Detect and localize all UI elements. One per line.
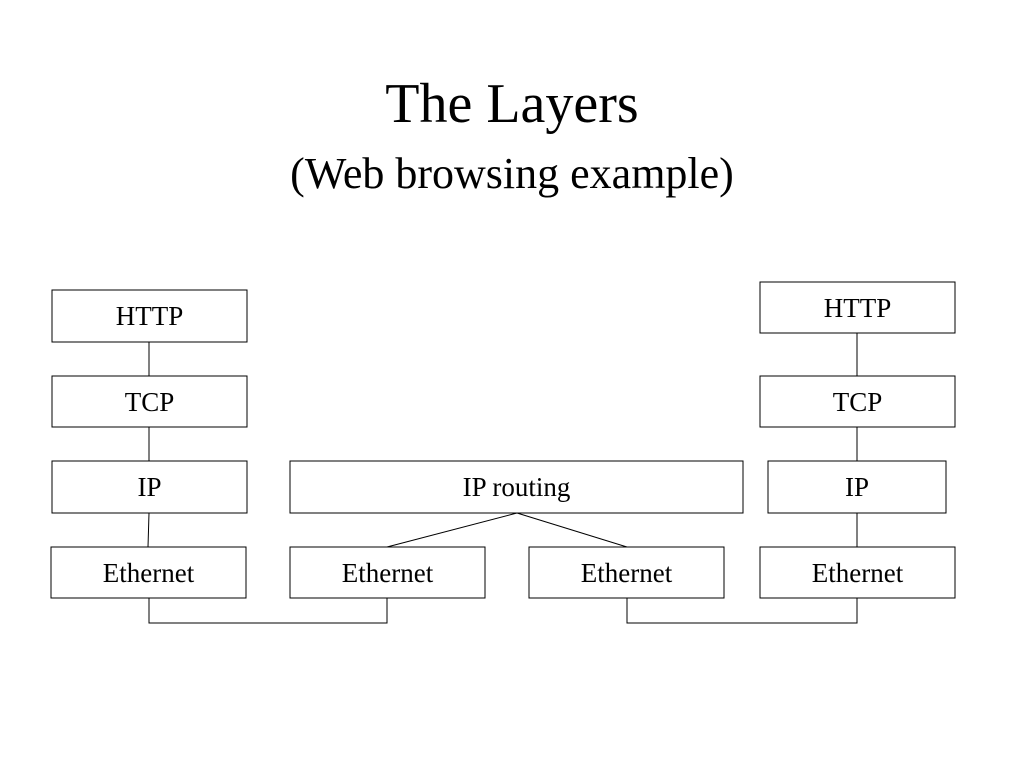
left-tcp-label: TCP xyxy=(125,387,175,417)
right-http-label: HTTP xyxy=(824,293,892,323)
right-physical-link xyxy=(626,598,858,624)
routing-ethernet-left-link xyxy=(386,512,518,548)
slide-subtitle: (Web browsing example) xyxy=(290,149,734,198)
ip-routing-label: IP routing xyxy=(463,472,571,502)
right-ethernet-label: Ethernet xyxy=(812,558,904,588)
router-ethernet-right-box: Ethernet xyxy=(528,546,725,599)
router-ethernet-left-label: Ethernet xyxy=(342,558,434,588)
right-tcp-box: TCP xyxy=(759,375,956,428)
right-ethernet-box: Ethernet xyxy=(759,546,956,599)
connectors xyxy=(147,333,858,624)
left-http-label: HTTP xyxy=(116,301,184,331)
left-tcp-box: TCP xyxy=(51,375,248,428)
right-http-box: HTTP xyxy=(759,281,956,334)
left-ip-label: IP xyxy=(137,472,161,502)
left-ip-ethernet-link xyxy=(147,512,150,548)
slide-title: The Layers xyxy=(385,73,639,135)
right-tcp-label: TCP xyxy=(833,387,883,417)
right-host-stack: HTTP TCP IP Ethernet xyxy=(759,281,956,599)
left-host-stack: HTTP TCP IP Ethernet xyxy=(50,289,248,599)
router-ethernet-right-label: Ethernet xyxy=(581,558,673,588)
right-ip-box: IP xyxy=(767,460,947,514)
left-physical-link xyxy=(148,598,388,624)
router-stack: IP routing Ethernet Ethernet xyxy=(289,460,744,599)
ip-routing-box: IP routing xyxy=(289,460,744,514)
left-http-box: HTTP xyxy=(51,289,248,343)
left-ip-box: IP xyxy=(51,460,248,514)
router-ethernet-left-box: Ethernet xyxy=(289,546,486,599)
left-ethernet-label: Ethernet xyxy=(103,558,195,588)
left-ethernet-box: Ethernet xyxy=(50,546,247,599)
routing-ethernet-right-link xyxy=(516,512,628,548)
right-ip-label: IP xyxy=(845,472,869,502)
